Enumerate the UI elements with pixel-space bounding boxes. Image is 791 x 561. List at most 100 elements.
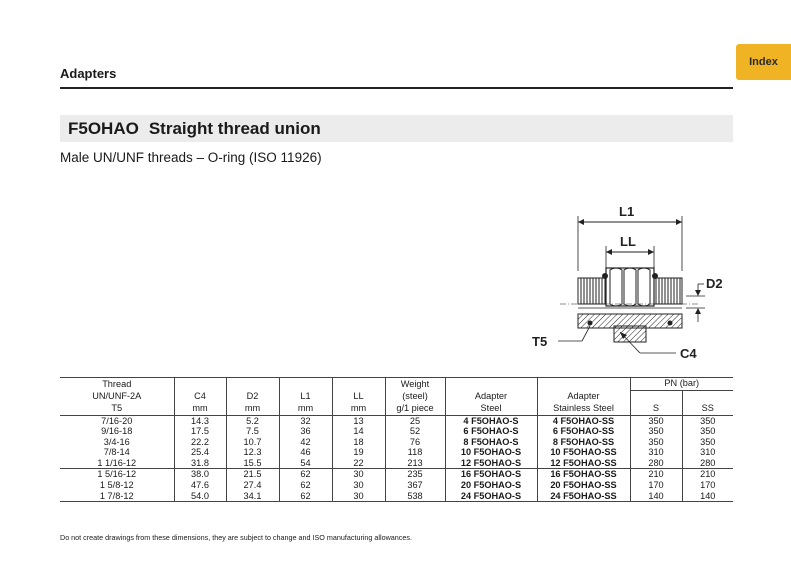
product-title-bar	[60, 115, 733, 142]
cell-d2: 27.4	[225, 480, 279, 491]
cell-weight: 76	[384, 436, 445, 448]
cell-adapter-steel: 4 F5OHAO-S	[444, 415, 537, 427]
product-subtitle: Male UN/UNF threads – O-ring (ISO 11926)	[60, 150, 322, 165]
cell-pn-ss: 140	[681, 490, 733, 503]
cell-pn-ss: 210	[681, 468, 733, 481]
cell-ll: 18	[331, 436, 385, 448]
cell-adapter-stainless: 6 F5OHAO-SS	[536, 426, 630, 437]
t5-leader: T5	[532, 325, 591, 349]
l1-dimension: L1	[577, 204, 683, 271]
cell-adapter-stainless: 20 F5OHAO-SS	[536, 480, 630, 491]
cell-adapter-stainless: 8 F5OHAO-SS	[536, 436, 630, 448]
cell-adapter-steel: 16 F5OHAO-S	[444, 468, 537, 481]
cell-thread: 1 5/16-12	[60, 468, 174, 481]
d2-dimension: D2	[686, 276, 723, 322]
cell-adapter-steel: 20 F5OHAO-S	[444, 480, 537, 491]
cell-pn-ss: 350	[681, 436, 733, 448]
cell-adapter-steel: 12 F5OHAO-S	[444, 457, 537, 469]
cell-weight: 25	[384, 415, 445, 427]
header-thread-type: UN/UNF-2A	[92, 390, 142, 401]
cell-d2: 7.5	[225, 426, 279, 437]
section-title: Adapters	[60, 66, 117, 81]
cell-d2: 10.7	[225, 436, 279, 448]
cell-ll: 22	[331, 457, 385, 469]
cell-c4: 17.5	[173, 426, 226, 437]
cell-thread: 1 7/8-12	[60, 490, 174, 503]
cell-pn-ss: 310	[681, 447, 733, 458]
cell-adapter-steel: 8 F5OHAO-S	[444, 436, 537, 448]
header-adapter-ss: Adapter	[536, 390, 630, 403]
cell-l1: 62	[278, 490, 332, 503]
header-pn-ss: SS	[681, 402, 733, 416]
cell-thread: 3/4-16	[103, 436, 130, 447]
cell-ll: 30	[331, 480, 385, 491]
index-tab-button[interactable]: Index	[736, 44, 791, 80]
cell-weight: 538	[384, 490, 445, 503]
cell-thread: 7/16-20	[101, 415, 133, 426]
cell-pn-s: 350	[629, 436, 682, 448]
header-ll: LL	[331, 390, 385, 403]
cell-pn-s: 310	[629, 447, 682, 458]
product-name: Straight thread union	[148, 119, 321, 138]
header-d2: D2	[225, 390, 279, 403]
cell-l1: 32	[278, 415, 332, 427]
cell-adapter-steel: 10 F5OHAO-S	[444, 447, 537, 458]
header-l1-unit: mm	[278, 402, 332, 416]
cell-adapter-stainless: 12 F5OHAO-SS	[536, 457, 630, 469]
cell-adapter-steel: 24 F5OHAO-S	[444, 490, 537, 503]
l1-label: L1	[619, 204, 634, 219]
cell-c4: 38.0	[173, 468, 226, 481]
cell-pn-s: 350	[629, 426, 682, 437]
header-c4-unit: mm	[173, 402, 226, 416]
header-d2-unit: mm	[225, 402, 279, 416]
cell-adapter-stainless: 4 F5OHAO-SS	[536, 415, 630, 427]
cell-adapter-stainless: 16 F5OHAO-SS	[536, 468, 630, 481]
cell-pn-ss: 280	[681, 457, 733, 469]
cell-d2: 5.2	[225, 415, 279, 427]
cell-ll: 19	[331, 447, 385, 458]
cell-thread: 1 5/8-12	[99, 480, 134, 491]
cell-weight: 235	[384, 468, 445, 481]
cell-c4: 54.0	[173, 490, 226, 503]
cell-pn-ss: 350	[681, 426, 733, 437]
cell-pn-s: 280	[629, 457, 682, 469]
cell-adapter-stainless: 24 F5OHAO-SS	[536, 490, 630, 503]
header-pn: PN (bar)	[629, 377, 733, 391]
header-adapter-steel: Adapter	[444, 390, 537, 403]
cell-weight: 118	[384, 447, 445, 458]
footnote: Do not create drawings from these dimens…	[60, 533, 412, 542]
cell-weight: 52	[384, 426, 445, 437]
c4-label: C4	[680, 346, 697, 361]
cell-ll: 14	[331, 426, 385, 437]
cell-pn-s: 170	[629, 480, 682, 491]
cell-pn-s: 140	[629, 490, 682, 503]
d2-label: D2	[706, 276, 723, 291]
cell-weight: 367	[384, 480, 445, 491]
cell-weight: 213	[384, 457, 445, 469]
cell-pn-ss: 170	[681, 480, 733, 491]
cell-thread: 9/16-18	[101, 426, 133, 437]
cell-pn-s: 350	[629, 415, 682, 427]
cell-ll: 30	[331, 468, 385, 481]
header-ll-unit: mm	[331, 402, 385, 416]
header-weight-unit: g/1 piece	[384, 402, 445, 416]
section-divider	[60, 87, 733, 89]
cell-ll: 30	[331, 490, 385, 503]
cell-ll: 13	[331, 415, 385, 427]
cell-l1: 42	[278, 436, 332, 448]
c4-leader: C4	[619, 331, 697, 361]
cell-d2: 21.5	[225, 468, 279, 481]
fitting-upper-view	[560, 267, 700, 307]
cell-c4: 22.2	[173, 436, 226, 448]
header-stainless: Stainless Steel	[536, 402, 630, 416]
cell-l1: 62	[278, 468, 332, 481]
cell-adapter-stainless: 10 F5OHAO-SS	[536, 447, 630, 458]
cell-adapter-steel: 6 F5OHAO-S	[444, 426, 537, 437]
